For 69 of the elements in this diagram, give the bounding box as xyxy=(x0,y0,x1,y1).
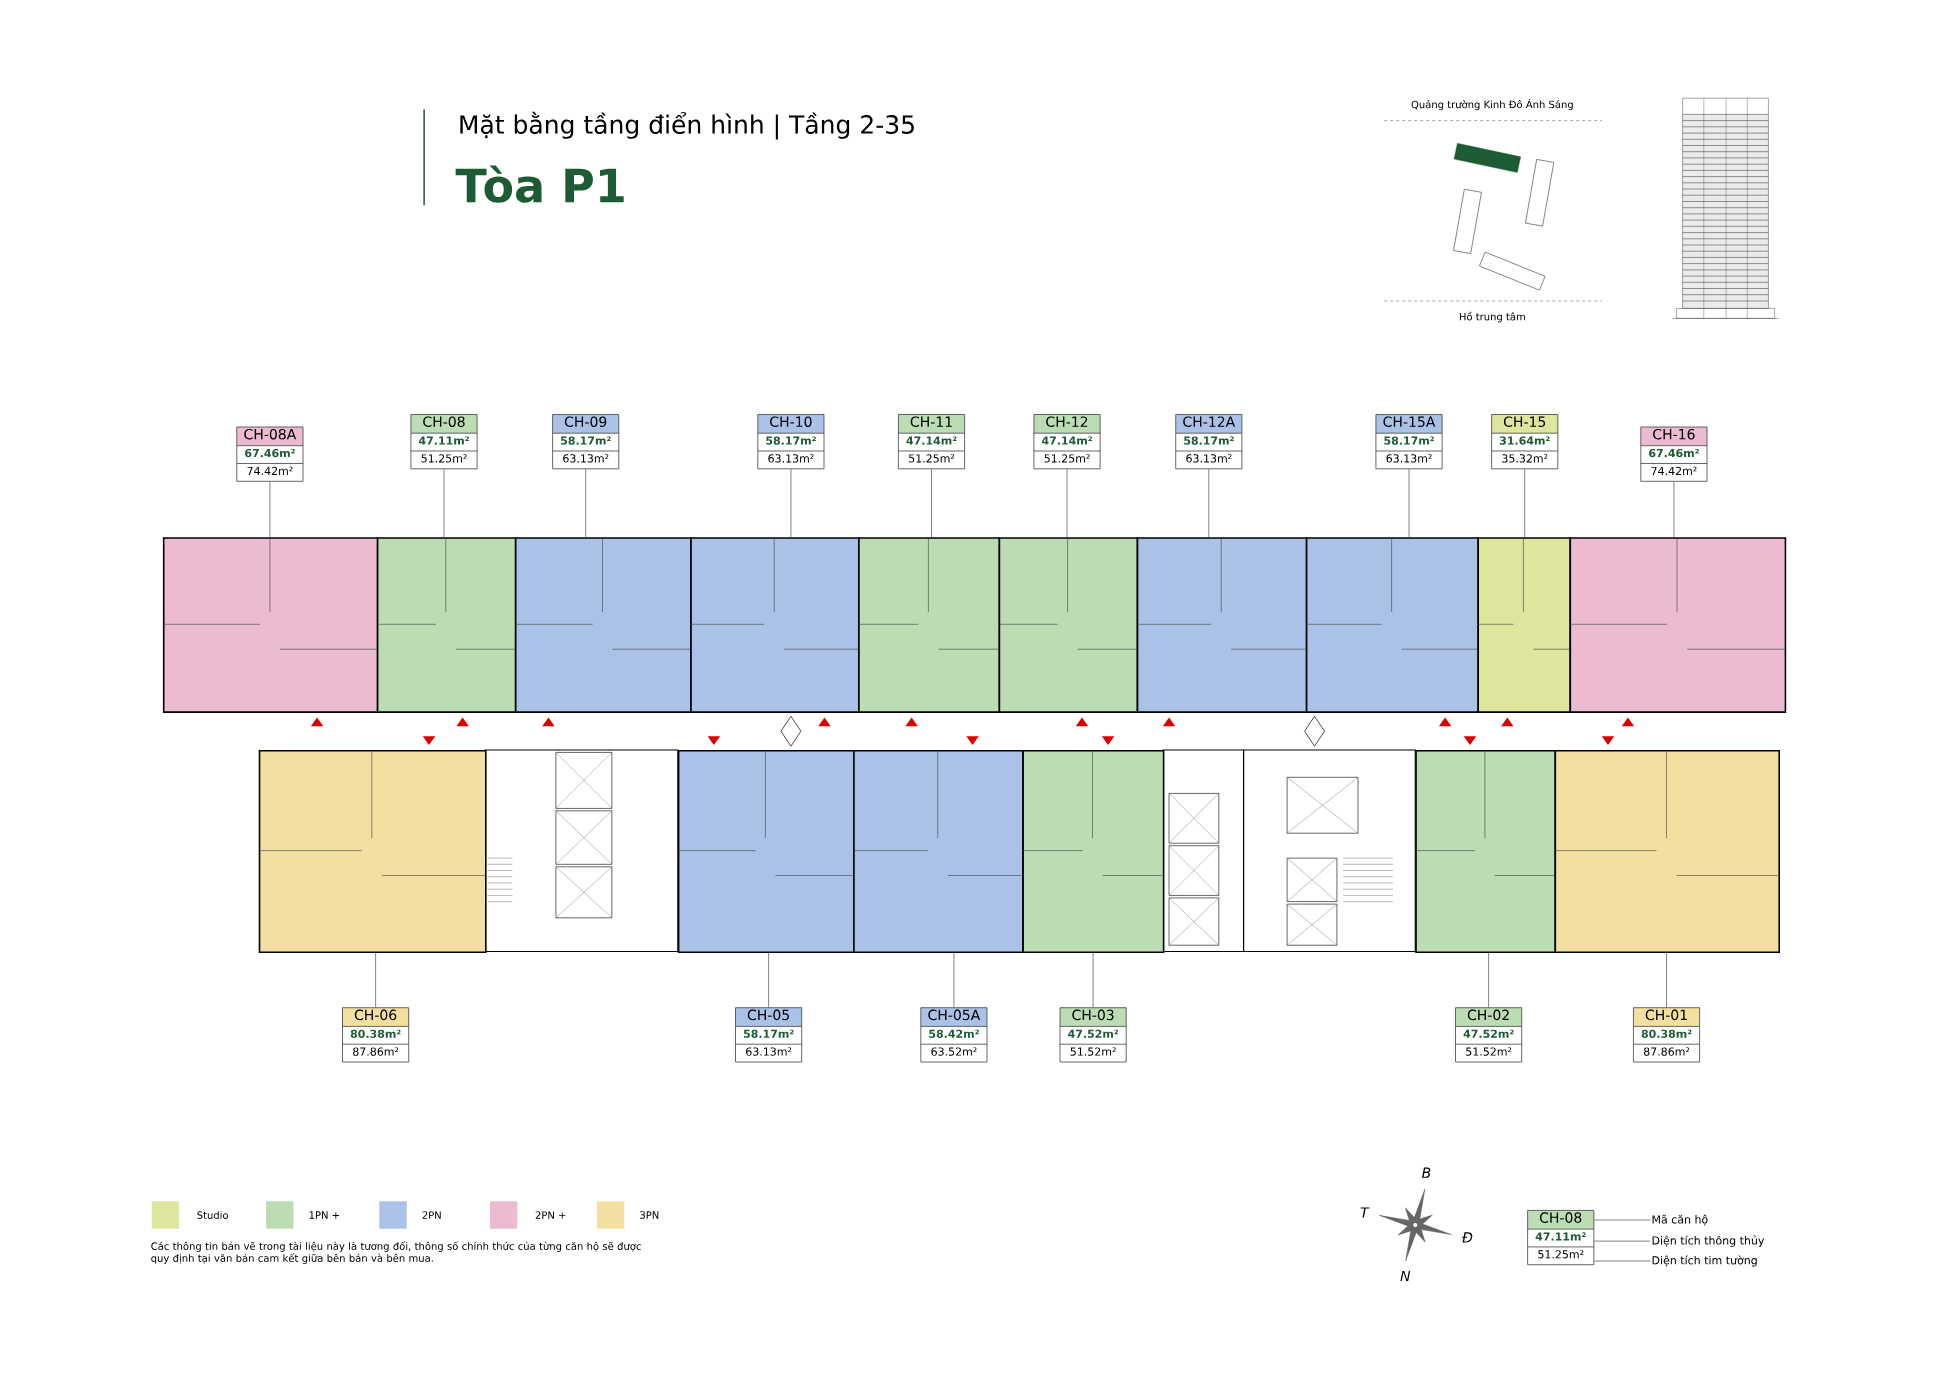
legend-label: 2PN + xyxy=(535,1211,566,1219)
key-label: Mã căn hộ xyxy=(1652,1214,1708,1226)
apartment-plan xyxy=(677,749,855,953)
disclaimer-note: Các thông tin bản vẽ trong tài liệu này là tương đối, thông số chính thức của từng căn hộ sẽ được quy định tại văn bản cam kết giữa bên bán và bên mua. xyxy=(151,1241,641,1264)
unit-label: CH-05A 58.42m² 63.52m² xyxy=(920,1007,988,1063)
site-plan-label: Hồ trung tâm xyxy=(1459,311,1525,323)
apartment-plan xyxy=(857,536,1001,713)
leader-line xyxy=(1066,468,1068,538)
title: Mặt bằng tầng điển hình | Tầng 2-35 xyxy=(460,111,914,140)
building-name: Tòa P1 xyxy=(455,165,624,203)
apartment-plan xyxy=(1554,749,1780,953)
leader-line xyxy=(269,481,271,538)
leader-line xyxy=(1208,468,1210,538)
unit-label: CH-16 67.46m² 74.42m² xyxy=(1640,426,1708,482)
apartment-plan xyxy=(1136,536,1308,713)
unit-label: CH-12 47.14m² 51.25m² xyxy=(1033,414,1101,470)
unit-label: CH-08 47.11m² 51.25m² xyxy=(1527,1210,1595,1266)
apartment-plan xyxy=(1022,749,1165,953)
unit-label: CH-05 58.17m² 63.13m² xyxy=(735,1007,803,1063)
leader-line xyxy=(1593,1260,1651,1262)
legend-label: Studio xyxy=(197,1211,228,1219)
compass-letter: B xyxy=(1422,1167,1431,1178)
leader-line xyxy=(790,468,792,538)
site-plan-label: Quảng trường Kinh Đô Ánh Sáng xyxy=(1411,98,1573,111)
key-label: Diện tích tim tường xyxy=(1652,1255,1757,1267)
unit-label: CH-01 80.38m² 87.86m² xyxy=(1633,1007,1700,1063)
apartment-plan xyxy=(689,536,860,713)
apartment-plan xyxy=(998,536,1139,713)
leader-line xyxy=(768,952,769,1008)
apartment-plan xyxy=(162,536,379,713)
leader-line xyxy=(1524,468,1526,538)
leader-line xyxy=(1593,1219,1651,1221)
apartment-plan xyxy=(852,749,1024,953)
compass-letter: Đ xyxy=(1462,1232,1473,1243)
apartment-plan xyxy=(1569,536,1787,713)
leader-line xyxy=(953,952,955,1008)
legend-label: 3PN xyxy=(640,1211,659,1219)
unit-label: CH-03 47.52m² 51.52m² xyxy=(1059,1007,1127,1063)
unit-label: CH-12A 58.17m² 63.13m² xyxy=(1175,414,1243,470)
unit-label: CH-02 47.52m² 51.52m² xyxy=(1455,1007,1523,1063)
unit-label: CH-06 80.38m² 87.86m² xyxy=(342,1007,410,1063)
unit-label: CH-08A 67.46m² 74.42m² xyxy=(236,426,304,482)
key-label: Diện tích thông thủy xyxy=(1652,1235,1765,1247)
unit-label: CH-11 47.14m² 51.25m² xyxy=(898,414,965,470)
legend-label: 1PN + xyxy=(309,1211,339,1219)
unit-label: CH-08 47.11m² 51.25m² xyxy=(410,414,478,470)
apartment-plan xyxy=(514,536,692,713)
legend-label: 2PN xyxy=(422,1211,441,1219)
apartment-plan xyxy=(1305,536,1479,713)
compass-letter: T xyxy=(1360,1207,1370,1218)
unit-label: CH-15A 58.17m² 63.13m² xyxy=(1375,414,1443,470)
leader-line xyxy=(1408,468,1410,538)
apartment-plan xyxy=(1414,749,1557,953)
leader-line xyxy=(1593,1240,1651,1242)
leader-line xyxy=(931,468,932,538)
unit-label: CH-10 58.17m² 63.13m² xyxy=(757,414,825,470)
leader-line xyxy=(585,468,587,538)
compass-letter: N xyxy=(1400,1270,1411,1282)
leader-line xyxy=(1666,952,1667,1008)
leader-line xyxy=(1488,952,1489,1008)
leader-line xyxy=(443,468,445,538)
leader-line xyxy=(1092,952,1094,1008)
leader-line xyxy=(1673,481,1675,538)
apartment-plan xyxy=(258,749,487,953)
unit-label: CH-15 31.64m² 35.32m² xyxy=(1491,414,1559,470)
unit-label: CH-09 58.17m² 63.13m² xyxy=(552,414,620,470)
apartment-plan xyxy=(376,536,517,713)
apartment-plan xyxy=(1477,536,1571,713)
leader-line xyxy=(375,952,376,1008)
